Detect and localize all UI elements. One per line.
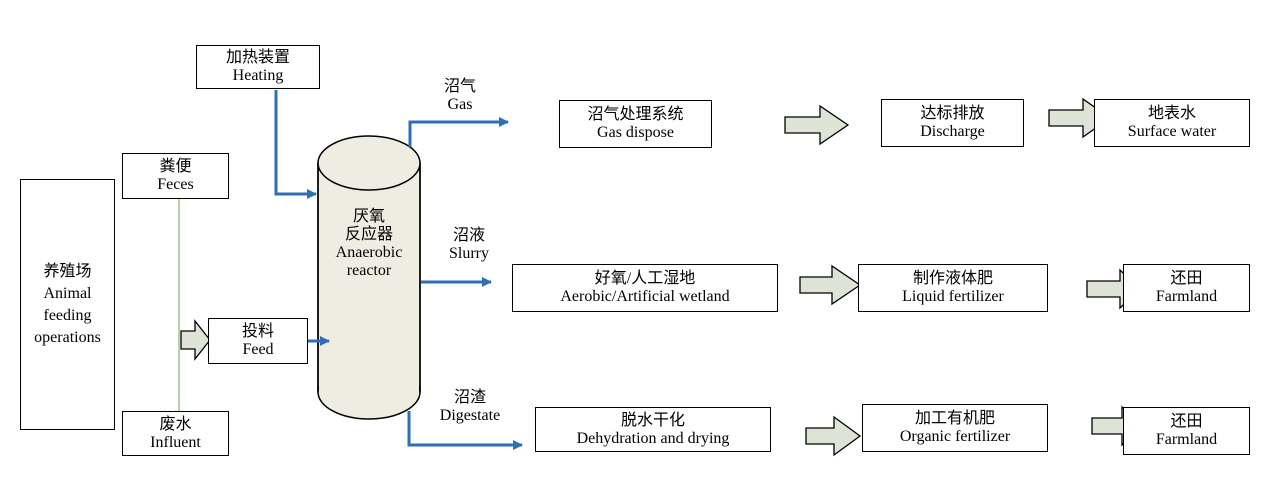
slurry-label-zh: 沼液 xyxy=(452,227,485,244)
gas-to-discharge-block-arrow xyxy=(784,104,850,146)
gas-output-label: 沼气 Gas xyxy=(430,78,490,114)
farmland-2-label-en: Farmland xyxy=(1155,431,1218,448)
farmland-1-label-zh: 还田 xyxy=(1170,270,1203,287)
heating-box: 加热装置 Heating xyxy=(196,45,320,89)
influent-label-en: Influent xyxy=(150,433,201,451)
discharge-box: 达标排放 Discharge xyxy=(881,99,1024,147)
liquid-fertilizer-box: 制作液体肥 Liquid fertilizer xyxy=(858,264,1048,312)
gas-dispose-label-zh: 沼气处理系统 xyxy=(587,106,684,123)
organic-fertilizer-box: 加工有机肥 Organic fertilizer xyxy=(862,404,1048,452)
reactor-label: 厌氧 反应器 Anaerobic reactor xyxy=(318,208,420,280)
feces-label-zh: 粪便 xyxy=(159,158,192,175)
liquid-fertilizer-label-en: Liquid fertilizer xyxy=(902,288,1004,305)
farmland-2-label-zh: 还田 xyxy=(1170,413,1203,430)
gas-label-en: Gas xyxy=(447,96,473,113)
wetland-box: 好氧/人工湿地 Aerobic/Artificial wetland xyxy=(512,264,778,312)
dehydration-to-organic-block-arrow xyxy=(805,415,862,457)
influent-box: 废水 Influent xyxy=(122,411,229,456)
wetland-label-zh: 好氧/人工湿地 xyxy=(594,270,696,287)
digestate-output-label: 沼渣 Digestate xyxy=(430,389,510,425)
organic-fertilizer-label-zh: 加工有机肥 xyxy=(914,410,995,427)
heating-label-en: Heating xyxy=(232,67,284,84)
feces-label-en: Feces xyxy=(157,176,194,193)
surface-water-label-en: Surface water xyxy=(1127,123,1217,140)
feed-block-arrow xyxy=(180,319,211,361)
farm-label-en-2: feeding xyxy=(43,306,92,324)
dehydration-label-zh: 脱水干化 xyxy=(620,411,685,429)
farmland-box-2: 还田 Farmland xyxy=(1123,407,1250,455)
feed-label-en: Feed xyxy=(242,341,274,358)
reactor-label-en-1: Anaerobic xyxy=(335,244,403,261)
farmland-box-1: 还田 Farmland xyxy=(1123,264,1250,312)
farmland-1-label-en: Farmland xyxy=(1155,288,1218,305)
discharge-label-zh: 达标排放 xyxy=(920,105,985,122)
anaerobic-reactor-cylinder xyxy=(317,135,421,420)
feces-box: 粪便 Feces xyxy=(122,153,229,199)
farm-label-en-1: Animal xyxy=(43,284,92,302)
slurry-label-en: Slurry xyxy=(449,245,489,262)
gas-dispose-label-en: Gas dispose xyxy=(597,124,674,141)
influent-label-zh: 废水 xyxy=(159,415,192,433)
dehydration-box: 脱水干化 Dehydration and drying xyxy=(535,407,771,452)
discharge-label-en: Discharge xyxy=(920,123,985,140)
wetland-to-liquid-block-arrow xyxy=(799,264,862,306)
farm-label-zh: 养殖场 xyxy=(43,262,92,280)
feed-label-zh: 投料 xyxy=(241,323,274,340)
surface-water-label-zh: 地表水 xyxy=(1147,105,1196,122)
heating-label-zh: 加热装置 xyxy=(225,49,290,66)
gas-flow-arrow xyxy=(408,117,509,147)
reactor-label-zh-2: 反应器 xyxy=(344,226,393,243)
reactor-label-en-2: reactor xyxy=(346,262,392,279)
dehydration-label-en: Dehydration and drying xyxy=(576,429,730,447)
farm-label-en-3: operations xyxy=(34,328,101,346)
organic-fertilizer-label-en: Organic fertilizer xyxy=(899,428,1011,445)
wetland-label-en: Aerobic/Artificial wetland xyxy=(560,288,730,305)
gas-dispose-box: 沼气处理系统 Gas dispose xyxy=(559,100,712,148)
digestate-label-en: Digestate xyxy=(439,407,501,424)
surface-water-box: 地表水 Surface water xyxy=(1094,99,1250,147)
liquid-fertilizer-label-zh: 制作液体肥 xyxy=(912,270,993,287)
slurry-output-label: 沼液 Slurry xyxy=(436,227,502,263)
reactor-label-zh-1: 厌氧 xyxy=(352,208,385,225)
digestate-flow-arrow xyxy=(407,411,523,450)
heating-flow-arrow xyxy=(274,90,317,199)
digestate-label-zh: 沼渣 xyxy=(453,389,486,406)
farm-box: 养殖场 Animal feeding operations xyxy=(20,179,115,430)
gas-label-zh: 沼气 xyxy=(443,78,476,95)
feed-box: 投料 Feed xyxy=(208,318,308,364)
